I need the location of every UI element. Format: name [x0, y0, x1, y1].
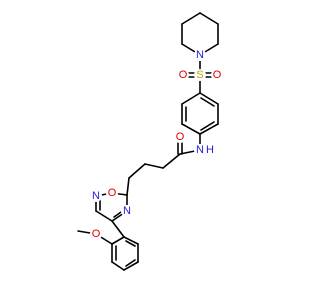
atom-label-n: N [196, 49, 204, 61]
bond [199, 92, 219, 105]
structure-diagram: N S O O N H O [77, 12, 223, 271]
bond [181, 92, 201, 105]
bond [123, 261, 139, 271]
atom-label-n: N [123, 205, 131, 217]
bond [199, 12, 219, 25]
atom-labels: N S O O N H O [90, 49, 223, 240]
atom-label-h: H [206, 144, 214, 156]
bond [95, 210, 113, 222]
bond [144, 163, 164, 169]
bond [181, 123, 201, 135]
bond [200, 121, 215, 131]
oxadiazole-nitrogen-top: N [90, 190, 102, 202]
bond [162, 153, 181, 169]
bond [200, 97, 215, 107]
atom-label-n: N [92, 190, 100, 202]
atom-label-s: S [196, 69, 203, 81]
bond [126, 177, 130, 196]
atom-label-o: O [92, 228, 101, 240]
amide-oxygen: O [174, 131, 186, 143]
sulfonyl-sulfur: S [194, 69, 206, 81]
methoxy-oxygen: O [90, 228, 102, 240]
atom-label-o: O [176, 131, 185, 143]
bond [111, 236, 125, 245]
amide-nitrogen: N H [194, 144, 215, 156]
molecule-canvas: N S O O N H O [77, 12, 223, 271]
sulfonyl-oxygen-left: O [177, 69, 189, 81]
bond [128, 163, 146, 179]
atom-label-n: N [196, 144, 204, 156]
piperidine-nitrogen: N [194, 49, 206, 61]
oxadiazole-oxygen: O [106, 187, 118, 199]
atom-label-o: O [108, 187, 117, 199]
bond [111, 220, 125, 238]
atom-label-o: O [213, 69, 222, 81]
bond [125, 259, 136, 267]
sulfonyl-oxygen-right: O [211, 69, 223, 81]
oxadiazole-nitrogen-bottom: N [121, 205, 133, 217]
atom-label-o: O [179, 69, 188, 81]
bond [199, 123, 219, 135]
bond [181, 12, 201, 25]
bond [111, 261, 125, 271]
bond [123, 236, 139, 245]
bond [125, 240, 136, 247]
